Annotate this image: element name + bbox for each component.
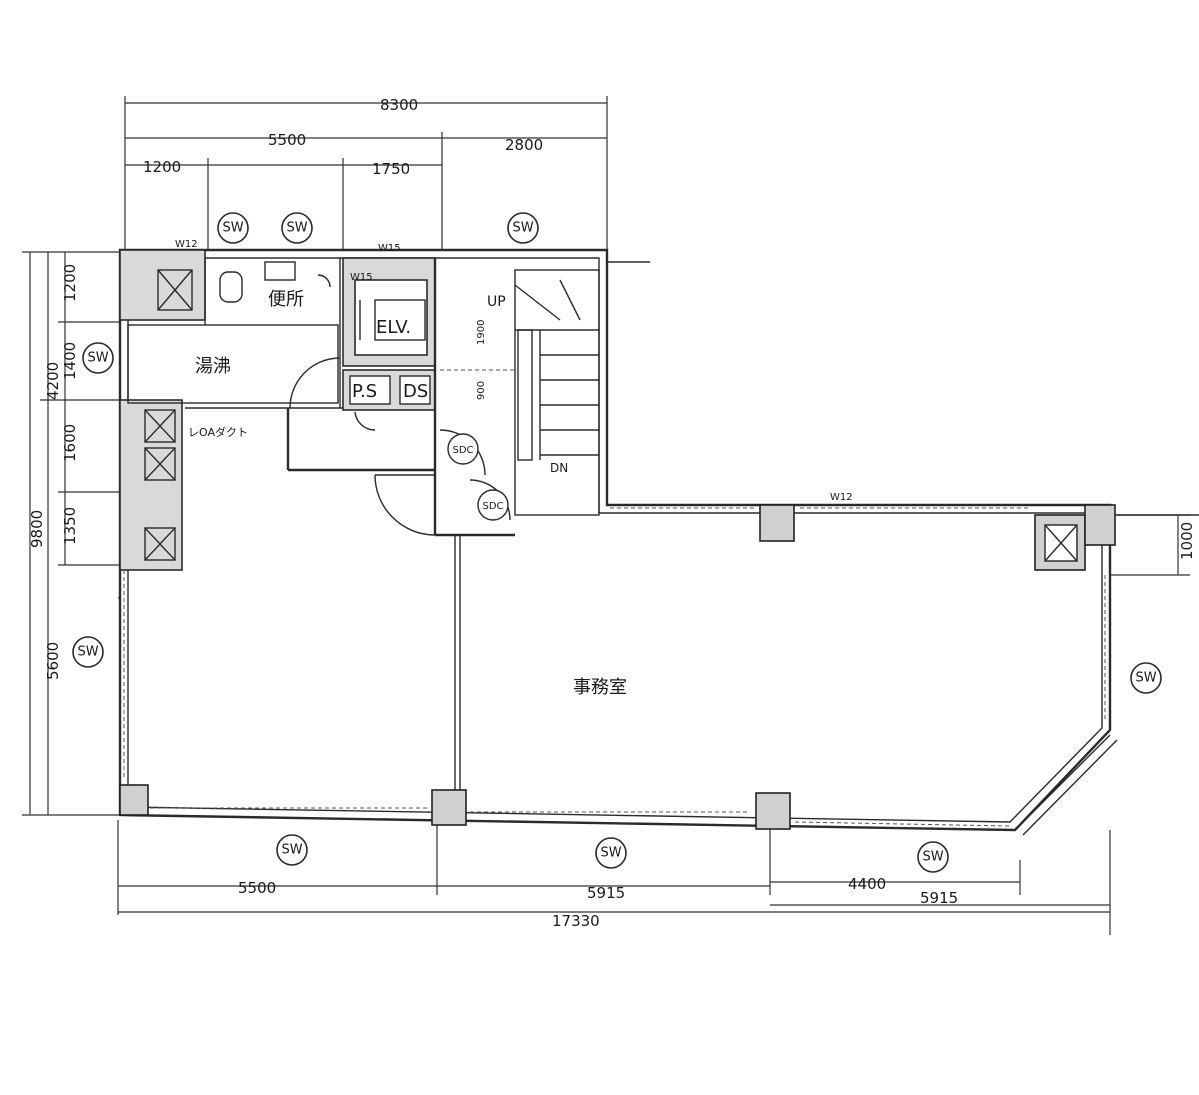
dim-bottom-right-b: 5915 bbox=[920, 889, 958, 907]
sw-marker: SW bbox=[507, 212, 539, 244]
dim-left-d: 1350 bbox=[61, 507, 79, 545]
label-toilet: 便所 bbox=[268, 289, 304, 310]
dim-left-a: 1200 bbox=[61, 264, 79, 302]
sw-marker: SW bbox=[82, 342, 114, 374]
label-elevator: ELV. bbox=[376, 317, 411, 338]
left-service-strip: レOAダクト bbox=[119, 249, 248, 571]
label-up: UP bbox=[487, 294, 506, 310]
label-sdc-1: SDC bbox=[452, 445, 473, 456]
sw-marker: SW bbox=[281, 212, 313, 244]
svg-text:SW: SW bbox=[512, 221, 533, 236]
dim-bottom-right-a: 4400 bbox=[848, 875, 886, 893]
columns bbox=[119, 504, 1118, 836]
sdc-doors: SDC SDC bbox=[447, 433, 509, 521]
dim-top-b: 1750 bbox=[372, 160, 410, 178]
sw-marker: SW bbox=[1130, 662, 1162, 694]
label-kitchen: 湯沸 bbox=[195, 356, 231, 377]
label-stair-900: 900 bbox=[476, 381, 487, 400]
svg-text:SW: SW bbox=[87, 351, 108, 366]
svg-text:SW: SW bbox=[1135, 671, 1156, 686]
label-w15-top: W15 bbox=[378, 243, 401, 254]
dim-left-c: 1600 bbox=[61, 424, 79, 462]
sw-marker: SW bbox=[72, 636, 104, 668]
label-oa-duct: レOAダクト bbox=[188, 425, 248, 439]
svg-text:SW: SW bbox=[281, 843, 302, 858]
svg-text:SW: SW bbox=[222, 221, 243, 236]
dim-bottom-mid: 5915 bbox=[587, 884, 625, 902]
label-w12-top: W12 bbox=[175, 239, 198, 250]
dim-left-total: 9800 bbox=[28, 510, 46, 548]
label-sdc-2: SDC bbox=[482, 501, 503, 512]
svg-text:SW: SW bbox=[77, 645, 98, 660]
stair: UP DN 1900 900 bbox=[440, 269, 600, 516]
svg-text:SW: SW bbox=[600, 846, 621, 861]
dim-bottom-left: 5500 bbox=[238, 879, 276, 897]
sw-marker: SW bbox=[917, 841, 949, 873]
lobby bbox=[286, 258, 515, 800]
label-ps: P.S bbox=[352, 381, 377, 402]
dim-right-a: 1000 bbox=[1178, 522, 1196, 560]
dim-left-b: 1400 bbox=[61, 342, 79, 380]
top-dimensions: 8300 5500 2800 1200 1750 bbox=[124, 96, 608, 250]
label-ds: DS bbox=[403, 381, 428, 402]
right-dimensions: 1000 bbox=[1110, 514, 1196, 576]
svg-text:SW: SW bbox=[922, 850, 943, 865]
wet-core: 便所 湯沸 W12 W15 bbox=[127, 239, 435, 409]
label-stair-1900: 1900 bbox=[476, 320, 487, 345]
dim-left-upper: 4200 bbox=[44, 362, 62, 400]
dim-left-lower: 5600 bbox=[44, 642, 62, 680]
dim-top-total: 8300 bbox=[380, 96, 418, 114]
label-office: 事務室 bbox=[573, 677, 627, 698]
bottom-dimensions: 5500 5915 4400 5915 17330 bbox=[117, 820, 1111, 935]
label-dn: DN bbox=[550, 461, 568, 475]
sw-marker: SW bbox=[276, 834, 308, 866]
elevator-core: ELV. W15 P.S DS bbox=[342, 257, 436, 431]
sw-marker: SW bbox=[217, 212, 249, 244]
svg-text:SW: SW bbox=[286, 221, 307, 236]
dim-bottom-total: 17330 bbox=[552, 912, 600, 930]
dim-top-right: 2800 bbox=[505, 136, 543, 154]
dim-top-a: 1200 bbox=[143, 158, 181, 176]
label-w15-elv: W15 bbox=[350, 272, 373, 283]
window-marks bbox=[123, 507, 1106, 827]
sw-marker: SW bbox=[595, 837, 627, 869]
dim-top-left: 5500 bbox=[268, 131, 306, 149]
label-w12-east: W12 bbox=[830, 492, 853, 503]
